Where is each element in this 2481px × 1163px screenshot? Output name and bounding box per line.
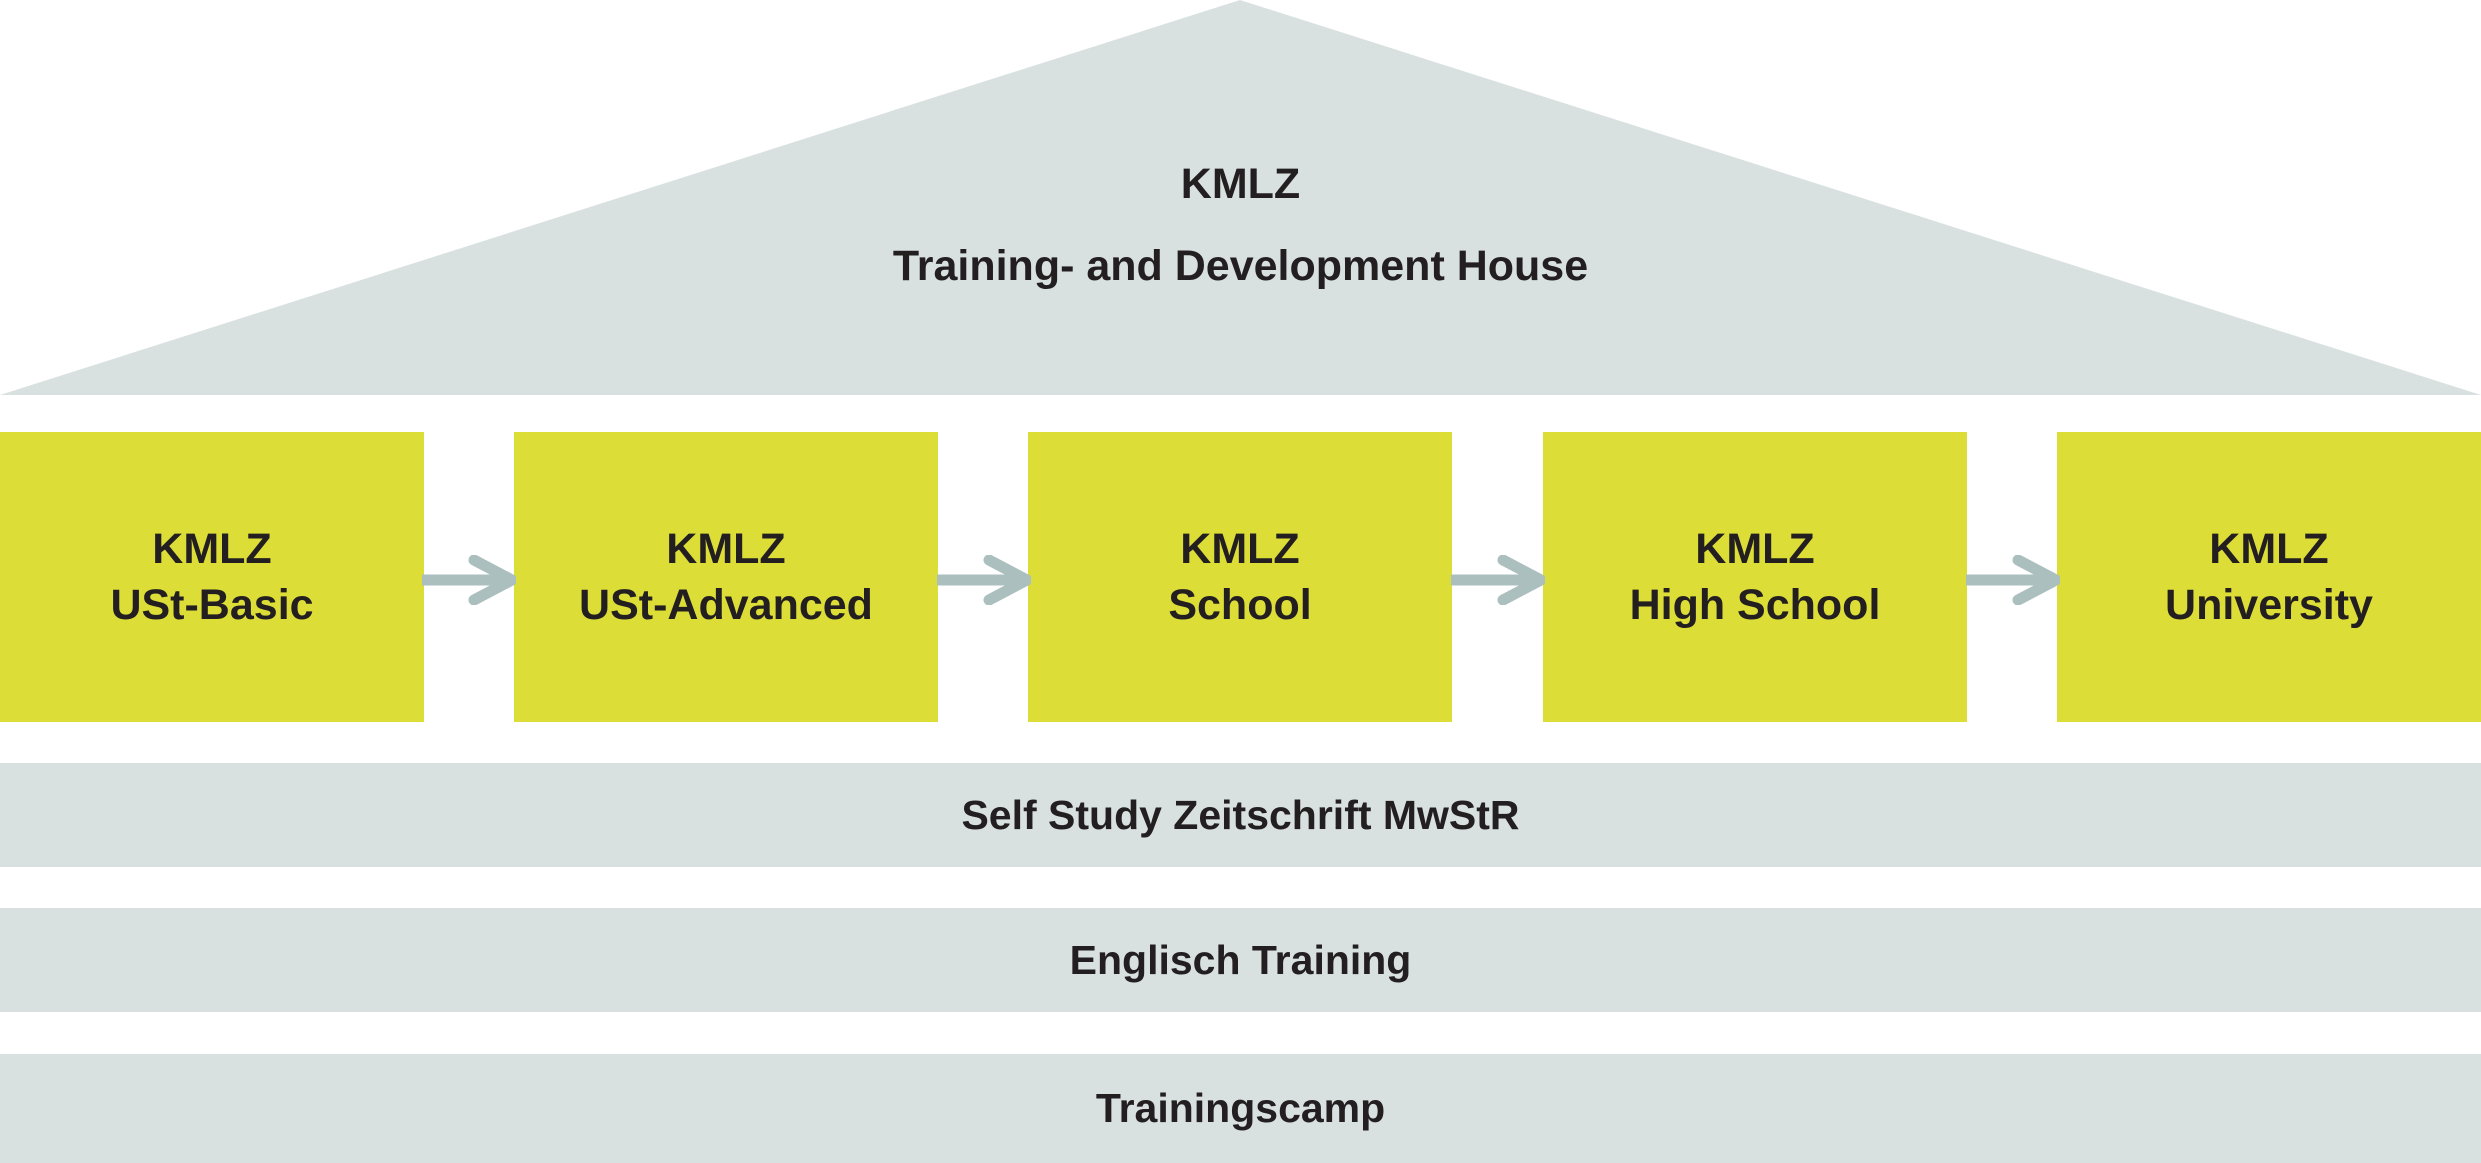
stage-line2: USt-Advanced xyxy=(579,581,873,629)
arrow-right-icon xyxy=(1451,555,1545,605)
roof-subtitle: Training- and Development House xyxy=(892,242,1589,290)
arrow-right-icon xyxy=(1966,555,2060,605)
house-roof xyxy=(0,0,2481,395)
stage-university: KMLZ University xyxy=(2057,432,2481,722)
stage-line1: KMLZ xyxy=(2209,525,2329,573)
stage-line2: USt-Basic xyxy=(110,581,314,629)
stage-ust-basic: KMLZ USt-Basic xyxy=(0,432,424,722)
stage-school: KMLZ School xyxy=(1028,432,1452,722)
stage-line2: High School xyxy=(1629,581,1881,629)
stage-line1: KMLZ xyxy=(666,525,786,573)
stage-ust-advanced: KMLZ USt-Advanced xyxy=(514,432,938,722)
stage-line1: KMLZ xyxy=(152,525,272,573)
arrow-right-icon xyxy=(422,555,516,605)
foundation-english-training: Englisch Training xyxy=(0,908,2481,1012)
stage-line1: KMLZ xyxy=(1695,525,1815,573)
stage-line2: School xyxy=(1168,581,1312,629)
roof-title: KMLZ xyxy=(1180,160,1301,208)
stage-high-school: KMLZ High School xyxy=(1543,432,1967,722)
foundation-trainingscamp: Trainingscamp xyxy=(0,1054,2481,1163)
stage-line2: University xyxy=(2165,581,2373,629)
arrow-right-icon xyxy=(937,555,1031,605)
stage-line1: KMLZ xyxy=(1180,525,1300,573)
foundation-self-study: Self Study Zeitschrift MwStR xyxy=(0,763,2481,867)
